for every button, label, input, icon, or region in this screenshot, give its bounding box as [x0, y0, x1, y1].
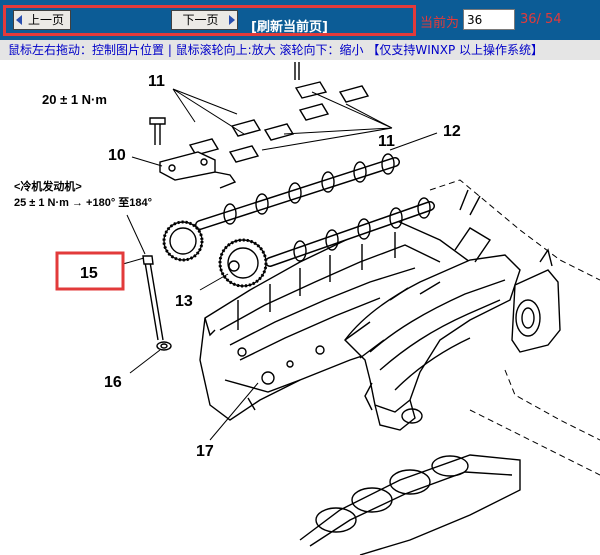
highlight-frame — [3, 5, 416, 36]
next-page-label: 下一页 — [182, 13, 219, 27]
page-count: 36/ 54 — [520, 12, 562, 27]
callout-16: 16 — [104, 374, 122, 391]
callout-13: 13 — [175, 293, 193, 310]
usage-hint: 鼠标左右拖动：控制图片位置 | 鼠标滚轮向上:放大 滚轮向下：缩小 【仅支持WI… — [0, 40, 600, 60]
callout-11-right: 11 — [378, 133, 395, 150]
cold-engine-note: <冷机发动机> — [14, 179, 82, 193]
arrow-left-icon — [16, 15, 22, 25]
prev-page-label: 上一页 — [27, 13, 64, 27]
refresh-page-link[interactable]: [刷新当前页] — [251, 20, 328, 35]
callout-17: 17 — [196, 443, 214, 460]
prev-page-button[interactable]: 上一页 — [13, 10, 71, 30]
navigation-bar: 上一页 下一页 [刷新当前页] 当前为 36/ 54 — [0, 0, 600, 40]
callout-15: 15 — [80, 265, 98, 282]
engine-drawing — [122, 62, 600, 555]
highlight-box-15 — [55, 251, 125, 291]
page-number-input[interactable] — [463, 9, 515, 30]
arrow-right-icon — [229, 15, 235, 25]
callout-12: 12 — [443, 123, 461, 140]
callout-10: 10 — [108, 147, 126, 164]
next-page-button[interactable]: 下一页 — [171, 10, 238, 30]
callout-11-left: 11 — [148, 73, 165, 90]
engine-diagram[interactable]: 20 ± 1 N·m <冷机发动机> 25 ± 1 N·m → +180° 至1… — [0, 60, 600, 555]
torque-spec-25: 25 ± 1 N·m → +180° 至184° — [14, 196, 152, 209]
current-page-label: 当前为 — [420, 16, 460, 31]
torque-spec-20: 20 ± 1 N·m — [42, 92, 107, 107]
